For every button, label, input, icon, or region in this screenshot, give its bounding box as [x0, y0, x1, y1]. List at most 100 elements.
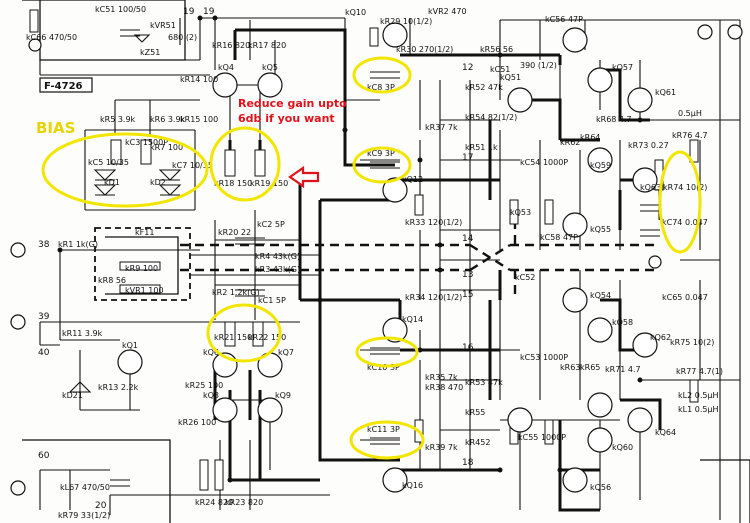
transistor-label: kQ10	[345, 8, 366, 17]
component-label: kR54 82(1/2)	[465, 113, 517, 122]
component-label: kR2 1.2k(G)	[212, 288, 260, 297]
node-label: 14	[462, 234, 474, 244]
component-label: kR33 120(1/2)	[405, 218, 462, 227]
component-label: kD1	[104, 178, 120, 187]
component-label: kR55	[465, 408, 485, 417]
transistor-label: kQ51	[500, 73, 521, 82]
node-label: 19	[183, 7, 195, 17]
component-label: kR79 33(1/2)	[58, 511, 110, 520]
transistor-label: kQ58	[612, 318, 633, 327]
component-label: kR16 820	[212, 41, 250, 50]
node-label: 12	[462, 63, 473, 73]
node-label: 19	[203, 7, 215, 17]
transistor-label: kQ53	[510, 208, 531, 217]
transistor-label: kQ12	[402, 175, 423, 184]
component-label: kR1 1k(G)	[58, 240, 98, 249]
transistor-symbols	[117, 22, 658, 493]
component-label: kR37 7k	[425, 123, 458, 132]
node-label: 20	[95, 501, 107, 511]
component-label: kR20 22	[218, 228, 251, 237]
component-label: kC3 1500P	[125, 138, 168, 147]
component-label: kVR1 100	[125, 286, 164, 295]
note-arrow-icon	[288, 165, 320, 189]
node-label: 18	[462, 458, 474, 468]
component-label: kR18 150	[214, 179, 252, 188]
component-label: kR75 10(2)	[670, 338, 714, 347]
component-label: 0.5μH	[678, 109, 702, 118]
component-label: kR71 4.7	[605, 365, 641, 374]
gain-note-line1: Reduce gain upto	[238, 97, 347, 110]
component-label: kR24 820	[195, 498, 233, 507]
component-label: kR21 150	[214, 333, 252, 342]
transistor-label: kQ4	[218, 63, 234, 72]
component-label: kC9 3P	[367, 149, 395, 158]
component-label: kC65 0.047	[662, 293, 708, 302]
terminal-circles	[10, 24, 743, 496]
component-label: kD2	[150, 178, 166, 187]
component-label: kL67 470/50	[60, 483, 110, 492]
component-label: kC7 10/35	[172, 161, 213, 170]
component-label: kR29 10(1/2)	[380, 17, 432, 26]
component-label: kR73 0.27	[628, 141, 669, 150]
node-label: 40	[38, 348, 50, 358]
node-label: 39	[38, 312, 50, 322]
gain-note-line2: 6db if you want	[238, 112, 335, 125]
transistor-label: kQ60	[612, 443, 633, 452]
transistor-label: kQ61	[655, 88, 676, 97]
component-label: kF11	[135, 228, 154, 237]
component-label: kR68 4.7	[596, 115, 632, 124]
diode-symbols	[68, 34, 182, 393]
component-label: kC1 5P	[258, 296, 286, 305]
component-label: kC10 3P	[367, 363, 400, 372]
component-label: 680 (2)	[168, 33, 197, 42]
component-label: kR34 120(1/2)	[405, 293, 462, 302]
box-frames	[22, 0, 750, 523]
transistor-label: kQ1	[122, 341, 138, 350]
component-label: kR5 3.9k	[100, 115, 136, 124]
node-label: 60	[38, 451, 50, 461]
component-label: kC55 1000P	[518, 433, 566, 442]
component-label: kR14 100	[180, 75, 218, 84]
component-label: kC66 470/50	[26, 33, 77, 42]
component-label: kR8 56	[98, 276, 126, 285]
transistor-label: kQ8	[203, 391, 219, 400]
transistor-label: kQ59	[590, 161, 611, 170]
component-label: kR39 7k	[425, 443, 458, 452]
transistor-label: kQ56	[590, 483, 611, 492]
component-label: kVR51	[150, 21, 176, 30]
component-label: kC58 47P	[540, 233, 578, 242]
component-label: kR38 470	[425, 383, 463, 392]
transistor-label: kQ9	[275, 391, 291, 400]
board-id-frame	[39, 77, 93, 93]
node-label: 38	[38, 240, 50, 250]
component-label: kR17 820	[248, 41, 286, 50]
highlight-ellipses	[41, 56, 702, 460]
component-label: kR11 3.9k	[62, 329, 103, 338]
component-label: kR3 43k(G)	[255, 265, 300, 274]
node-label: 13	[462, 270, 473, 280]
component-label: kR13 2.2k	[98, 383, 139, 392]
component-label: kR52 47k	[465, 83, 503, 92]
component-label: kR35 7k	[425, 373, 458, 382]
component-label: kC11 3P	[367, 425, 400, 434]
component-label: kR4 43k(G)	[255, 252, 300, 261]
component-label: kR7 100	[150, 143, 183, 152]
component-label: kC51 100/50	[95, 5, 146, 14]
component-label: kC53 1000P	[520, 353, 568, 362]
passive-components	[29, 9, 699, 491]
component-label: kR19 150	[250, 179, 288, 188]
component-label: kR6 3.9k	[150, 115, 186, 124]
transistor-label: kQ14	[402, 315, 423, 324]
board-id: F-4726	[44, 81, 83, 92]
component-label: kC5 10/35	[88, 158, 129, 167]
transistor-label: kQ63	[640, 183, 661, 192]
component-label: kR76 4.7	[672, 131, 708, 140]
component-label: kR74 10(2)	[663, 183, 707, 192]
component-label: kD21	[62, 391, 83, 400]
component-label: kR15 100	[180, 115, 218, 124]
junction-dots	[57, 15, 643, 483]
component-label: kC54 1000P	[520, 158, 568, 167]
component-label: kC74 0.047	[662, 218, 708, 227]
